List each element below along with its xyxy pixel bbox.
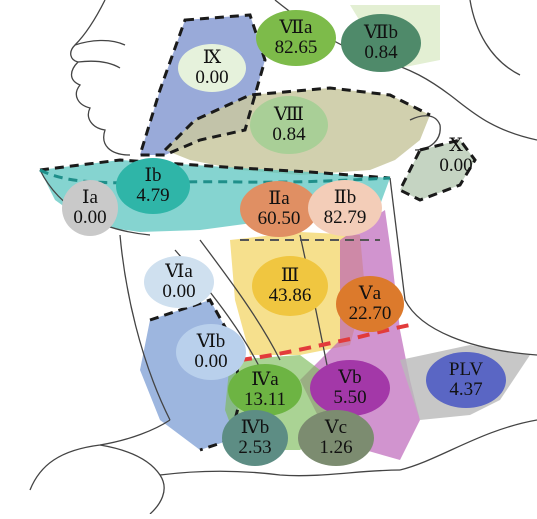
value-vb: 5.50 (333, 388, 366, 408)
level-x: Ⅹ (449, 136, 463, 156)
region-label-vib: Ⅵb 0.00 (176, 324, 246, 380)
region-label-iib: Ⅱb 82.79 (308, 180, 382, 236)
value-iva: 13.11 (244, 390, 286, 410)
region-label-ix: Ⅸ 0.00 (178, 44, 246, 92)
level-vib: Ⅵb (197, 332, 226, 352)
level-viii: Ⅷ (274, 105, 304, 125)
value-ix: 0.00 (195, 68, 228, 88)
value-iii: 43.86 (269, 286, 312, 306)
region-label-va: Ⅴa 22.70 (336, 276, 404, 332)
level-iia: Ⅱa (268, 189, 289, 209)
level-viia: Ⅶa (280, 18, 313, 38)
region-label-vb: Ⅴb 5.50 (310, 360, 390, 416)
level-iii: Ⅲ (281, 266, 299, 286)
value-iia: 60.50 (258, 209, 301, 229)
level-viib: Ⅶb (364, 23, 398, 43)
level-plv: PLV (449, 360, 483, 380)
region-label-viii: Ⅷ 0.84 (250, 96, 328, 154)
value-ib: 4.79 (136, 186, 169, 206)
level-va: Ⅴa (359, 284, 381, 304)
value-viia: 82.65 (275, 38, 318, 58)
value-ivb: 2.53 (238, 438, 271, 458)
value-vc: 1.26 (319, 438, 352, 458)
region-label-iii: Ⅲ 43.86 (252, 256, 328, 316)
value-viib: 0.84 (364, 43, 397, 63)
level-ib: Ⅰb (144, 166, 161, 186)
region-label-ia: Ⅰa 0.00 (62, 180, 118, 236)
level-ix: Ⅸ (203, 48, 221, 68)
region-label-iia: Ⅱa 60.50 (240, 181, 318, 237)
level-iib: Ⅱb (334, 188, 356, 208)
level-vb: Ⅴb (338, 368, 361, 388)
value-viii: 0.84 (272, 125, 305, 145)
value-va: 22.70 (349, 304, 392, 324)
value-via: 0.00 (162, 282, 195, 302)
region-label-viib: Ⅶb 0.84 (341, 14, 421, 72)
region-label-ivb: Ⅳb 2.53 (222, 410, 288, 466)
level-iva: Ⅳa (251, 370, 278, 390)
level-vc: Ⅴc (325, 418, 347, 438)
level-via: Ⅵa (165, 262, 193, 282)
value-x: 0.00 (439, 156, 472, 176)
level-ia: Ⅰa (82, 188, 98, 208)
value-vib: 0.00 (194, 352, 227, 372)
region-label-ib: Ⅰb 4.79 (116, 158, 190, 214)
region-label-vc: Ⅴc 1.26 (298, 410, 374, 466)
region-label-viia: Ⅶa 82.65 (256, 10, 336, 66)
region-label-x: Ⅹ 0.00 (428, 136, 484, 176)
value-ia: 0.00 (73, 208, 106, 228)
region-label-via: Ⅵa 0.00 (144, 256, 214, 308)
region-label-iva: Ⅳa 13.11 (228, 364, 302, 416)
value-iib: 82.79 (324, 208, 367, 228)
value-plv: 4.37 (449, 380, 482, 400)
level-ivb: Ⅳb (241, 418, 269, 438)
region-label-plv: PLV 4.37 (426, 352, 506, 408)
